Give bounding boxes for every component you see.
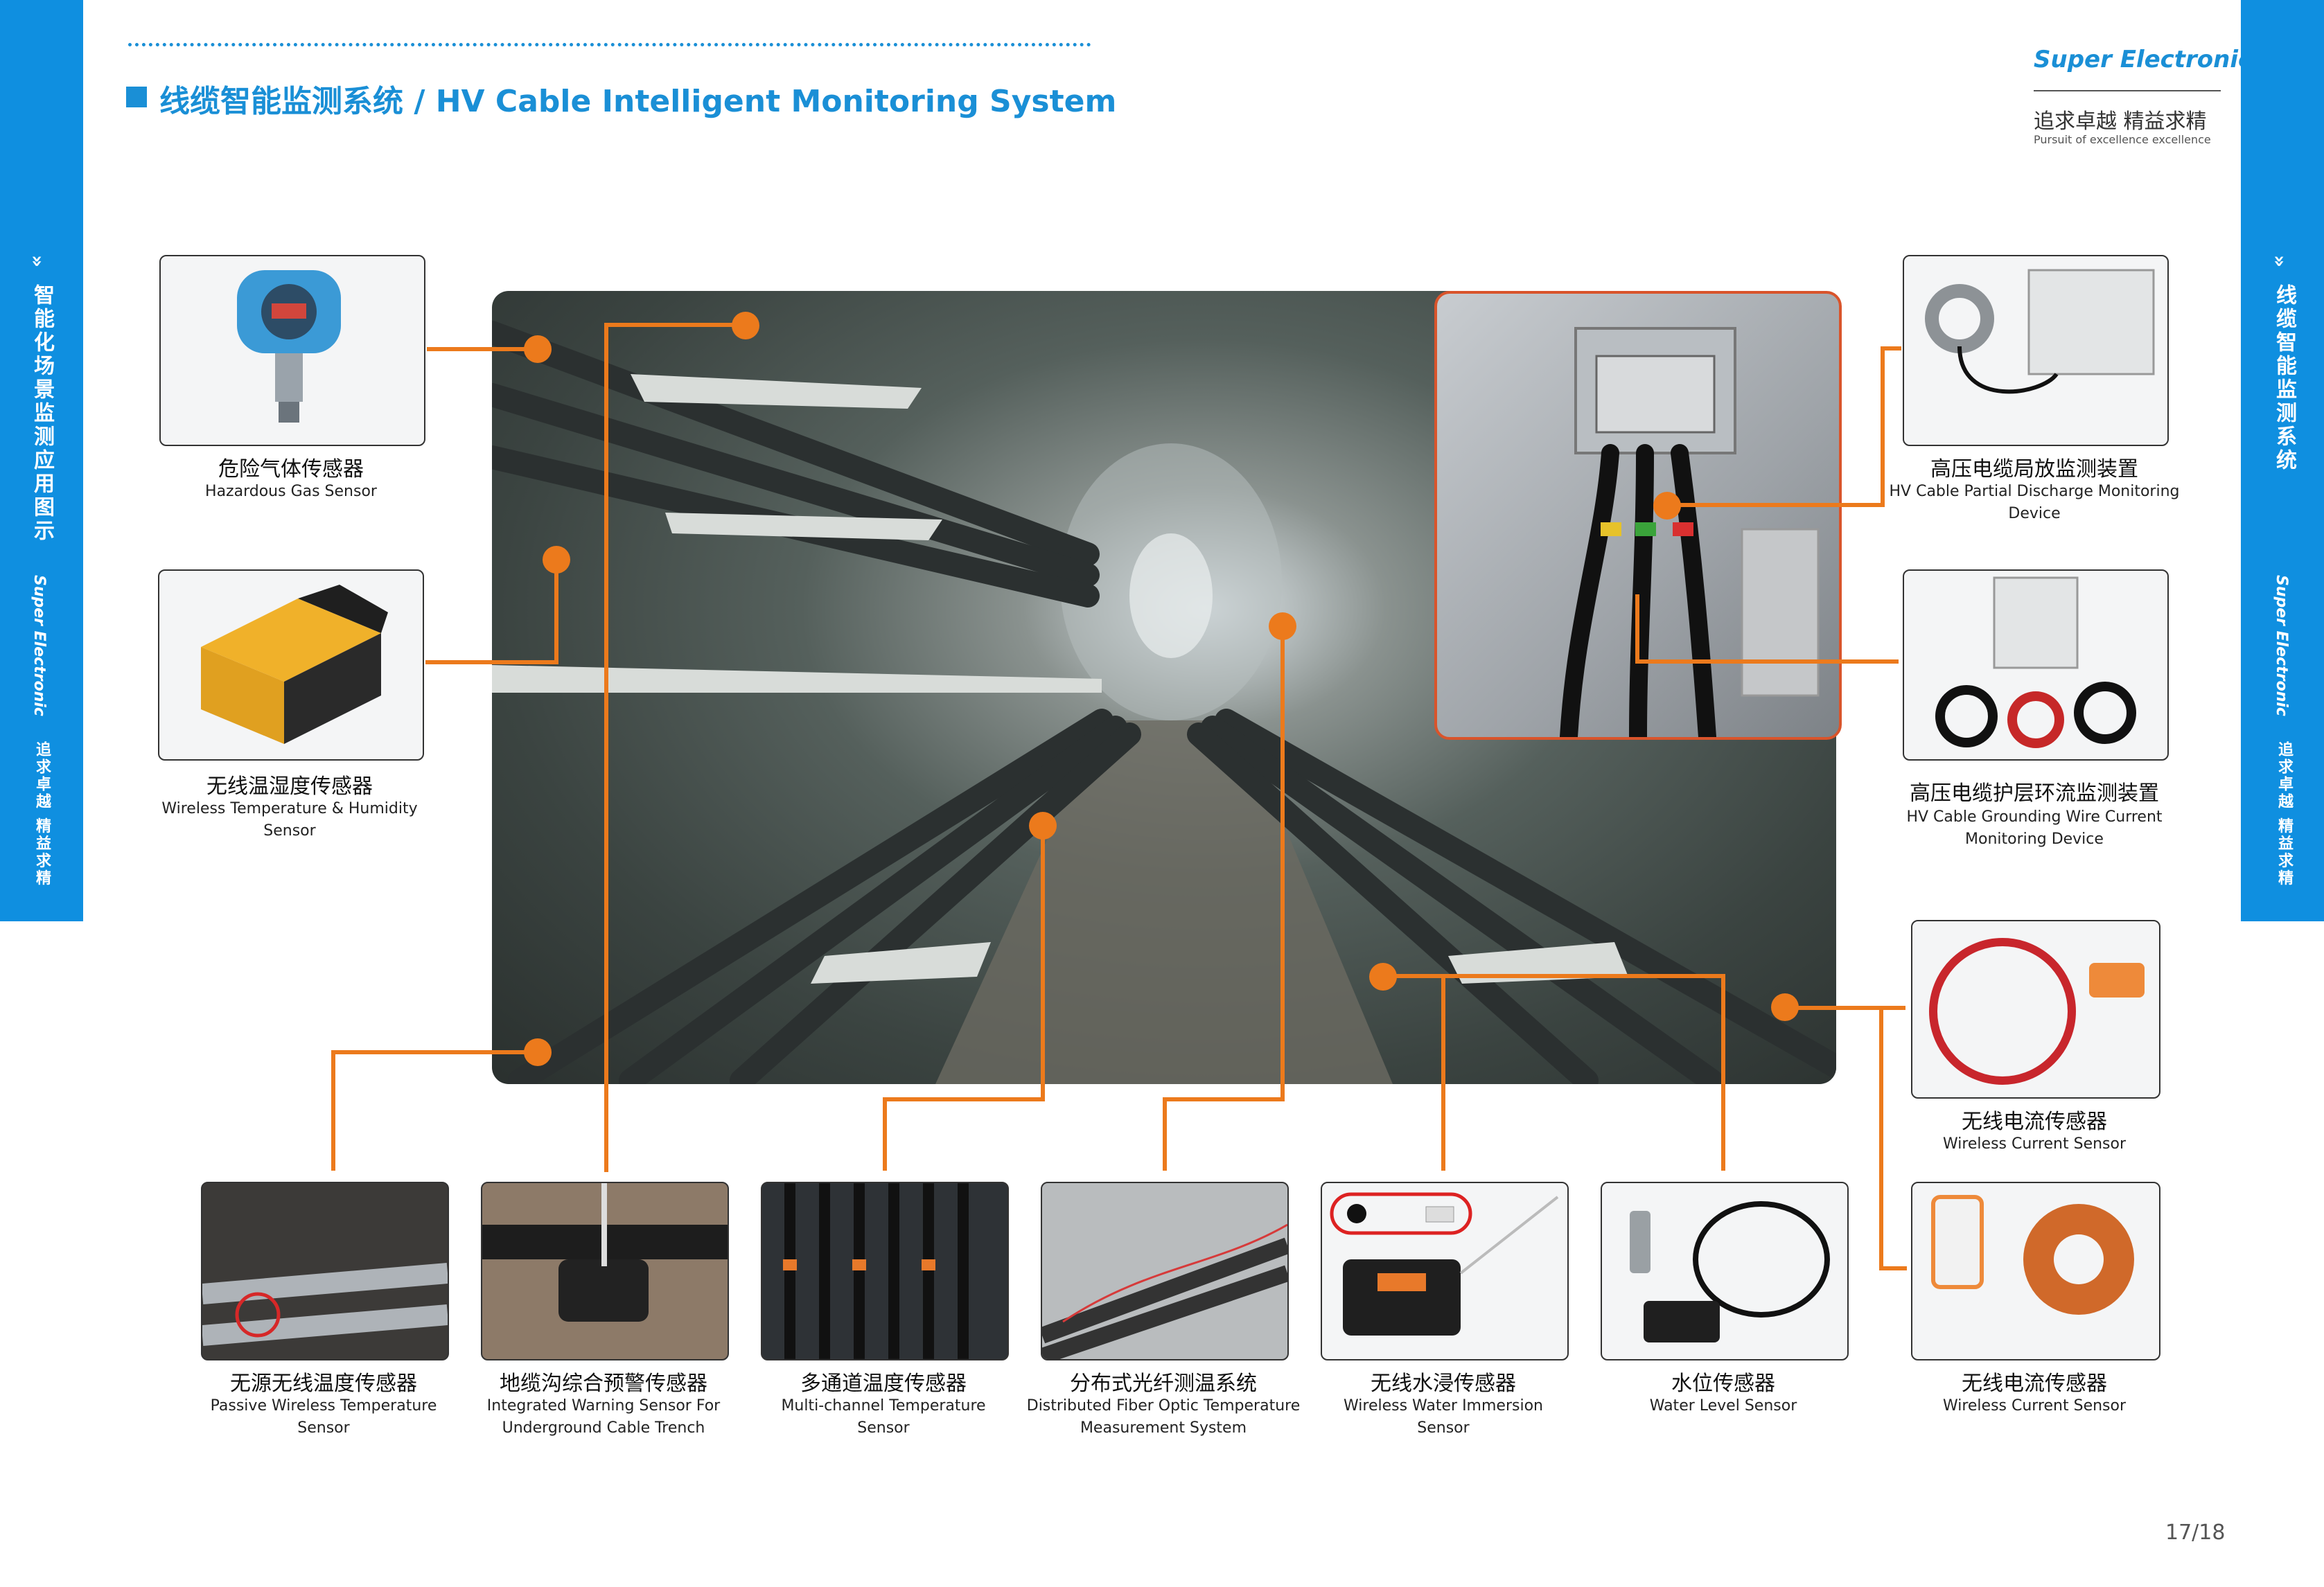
connector-line (1041, 824, 1045, 1101)
connector-line (1441, 974, 1445, 1171)
multichannel-temp-sensor-image (761, 1182, 1009, 1360)
connector-line (883, 1097, 1045, 1101)
water-level-label-en: Water Level Sensor (1649, 1397, 1797, 1415)
wireless-current-1-label-cn: 无线电流传感器 (1962, 1110, 2107, 1134)
hazardous-gas-sensor-label-cn: 危险气体传感器 (218, 457, 364, 481)
connector-line (1879, 1006, 1883, 1270)
connector-line (1383, 974, 1724, 978)
left-side-tab: » 智能化场景监测应用图示 Super Electronic 追求卓越 精益求精 (0, 0, 83, 921)
partial-discharge-device-image (1903, 255, 2169, 446)
double-chevron-down-icon: » (2269, 255, 2291, 268)
connector-line (1721, 974, 1725, 1171)
fiber-optic-label-cn: 分布式光纤测温系统 (1070, 1372, 1257, 1396)
fiber-optic-temp-image (1041, 1182, 1289, 1360)
connector-line (1280, 625, 1285, 1101)
connector-line (604, 326, 608, 1172)
connector-line (331, 1050, 539, 1054)
connector-node (524, 1038, 552, 1066)
right-tab-title: 线缆智能监测系统 (2272, 284, 2296, 472)
grounding-current-device-image (1903, 569, 2169, 761)
wireless-current-2-label-cn: 无线电流传感器 (1962, 1372, 2107, 1396)
left-tab-title: 智能化场景监测应用图示 (30, 284, 54, 543)
temp-humidity-sensor-image (158, 569, 424, 761)
partial-discharge-device-icon (1925, 269, 2155, 394)
hazardous-gas-sensor-label-en: Hazardous Gas Sensor (205, 483, 377, 500)
left-tab-brand: Super Electronic (30, 575, 48, 716)
right-tab-slogan: 追求卓越 精益求精 (2275, 741, 2293, 887)
cable-terminal-inset-photo (1434, 291, 1842, 740)
right-side-tab: » 线缆智能监测系统 Super Electronic 追求卓越 精益求精 (2241, 0, 2324, 921)
wireless-current-1-label-en: Wireless Current Sensor (1942, 1135, 2127, 1153)
trench-warning-label-en: Integrated Warning Sensor For Undergroun… (486, 1397, 721, 1437)
water-immersion-device-icon (1330, 1192, 1559, 1336)
connector-line (425, 660, 558, 664)
right-tab-brand: Super Electronic (2273, 575, 2290, 716)
brand-divider (2034, 90, 2221, 91)
page-number: 17/18 (2165, 1520, 2226, 1545)
connector-node (732, 312, 759, 339)
page-title: 线缆智能监测系统 / HV Cable Intelligent Monitori… (159, 84, 1117, 119)
wireless-current-sensor-1-image (1911, 920, 2160, 1099)
temp-humidity-sensor-label-cn: 无线温湿度传感器 (206, 774, 373, 799)
grounding-current-label-en: HV Cable Grounding Wire Current Monitori… (1906, 808, 2163, 848)
connector-line (1785, 1006, 1905, 1010)
water-level-sensor-image (1601, 1182, 1849, 1360)
passive-wireless-temp-label-en: Passive Wireless Temperature Sensor (210, 1397, 437, 1437)
connector-line (883, 1097, 887, 1171)
water-immersion-label-cn: 无线水浸传感器 (1371, 1372, 1516, 1396)
connector-line (1881, 346, 1901, 351)
connector-line (1879, 1266, 1907, 1270)
connector-node (543, 546, 570, 574)
partial-discharge-label-en: HV Cable Partial Discharge Monitoring De… (1889, 483, 2180, 522)
multichannel-temp-label-en: Multi-channel Temperature Sensor (781, 1397, 986, 1437)
connector-line (604, 323, 743, 327)
slogan-en: Pursuit of excellence excellence (2034, 133, 2211, 146)
connector-line (1163, 1097, 1167, 1171)
left-tab-slogan: 追求卓越 精益求精 (33, 741, 51, 887)
rogowski-coil-icon (1929, 938, 2145, 1085)
temp-humidity-sensor-label-en: Wireless Temperature & Humidity Sensor (161, 800, 418, 840)
wireless-current-2-label-en: Wireless Current Sensor (1942, 1397, 2127, 1415)
temp-humidity-device-icon (201, 585, 388, 744)
passive-wireless-temp-image (201, 1182, 449, 1360)
trench-warning-sensor-icon (482, 1183, 728, 1322)
gas-sensor-device-icon (237, 270, 341, 423)
connector-line (1635, 659, 1899, 664)
split-core-ct-icon (1931, 1195, 2134, 1315)
brand-logo: Super Electronic (2034, 46, 2253, 73)
passive-temp-sensor-icon (202, 1263, 448, 1346)
wireless-current-sensor-2-image (1911, 1182, 2160, 1360)
water-level-label-cn: 水位传感器 (1671, 1372, 1775, 1396)
water-immersion-sensor-image (1321, 1182, 1569, 1360)
top-dotted-rule (128, 43, 1091, 46)
connector-node (1029, 812, 1057, 840)
water-level-device-icon (1630, 1201, 1830, 1342)
fiber-optic-cable-icon (1042, 1223, 1287, 1359)
connector-line (427, 347, 538, 351)
tunnel-illustration (492, 321, 1836, 1084)
connector-node (524, 335, 552, 363)
double-chevron-down-icon: » (26, 255, 49, 268)
water-immersion-label-en: Wireless Water Immersion Sensor (1344, 1397, 1543, 1437)
multichannel-temp-icon (783, 1183, 969, 1359)
title-square-icon (126, 87, 147, 107)
partial-discharge-label-cn: 高压电缆局放监测装置 (1930, 457, 2138, 481)
hazardous-gas-sensor-image (159, 255, 425, 446)
grounding-current-device-icon (1935, 576, 2136, 748)
connector-line (1881, 346, 1885, 507)
connector-node (1269, 612, 1296, 640)
terminal-box-illustration (1560, 327, 1820, 737)
connector-line (1635, 594, 1639, 664)
slogan-cn: 追求卓越 精益求精 (2034, 109, 2207, 134)
connector-line (331, 1050, 335, 1171)
grounding-current-label-cn: 高压电缆护层环流监测装置 (1910, 781, 2159, 806)
trench-warning-label-cn: 地缆沟综合预警传感器 (500, 1372, 707, 1396)
connector-line (554, 560, 558, 664)
fiber-optic-label-en: Distributed Fiber Optic Temperature Meas… (1026, 1397, 1301, 1437)
multichannel-temp-label-cn: 多通道温度传感器 (800, 1372, 967, 1396)
connector-line (1163, 1097, 1285, 1101)
connector-line (1667, 503, 1885, 507)
trench-warning-sensor-image (481, 1182, 729, 1360)
passive-wireless-temp-label-cn: 无源无线温度传感器 (230, 1372, 417, 1396)
